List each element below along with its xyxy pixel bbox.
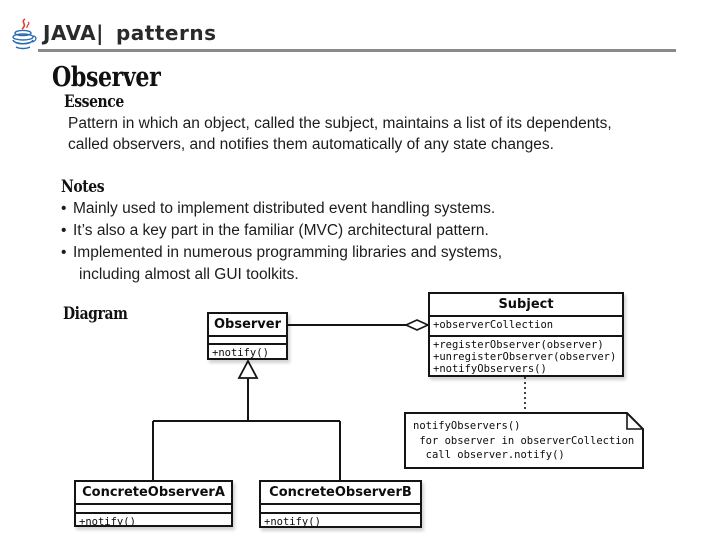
- class-name-concrete-observer-a: ConcreteObserverA: [82, 485, 225, 500]
- essence-text-line-1: Pattern in which an object, called the s…: [68, 115, 612, 132]
- notes-item-1: •Mainly used to implement distributed ev…: [61, 200, 496, 217]
- aggregation-diamond-icon: [404, 319, 430, 331]
- class-methods-observer: +notify(): [209, 343, 286, 358]
- header-brand: JAVA| patterns: [43, 21, 216, 45]
- essence-heading: Essence: [64, 92, 124, 112]
- class-name-subject: Subject: [498, 297, 554, 312]
- notes-item-3: •Implemented in numerous programming lib…: [61, 244, 503, 261]
- uml-class-observer: Observer +notify(): [207, 312, 288, 360]
- class-name-concrete-observer-b: ConcreteObserverB: [269, 485, 412, 500]
- class-methods-concrete-observer-b: +notify(): [261, 512, 420, 526]
- uml-class-concrete-observer-a: ConcreteObserverA +notify(): [74, 480, 233, 527]
- brand-patterns: patterns: [115, 21, 217, 45]
- header-divider: [38, 49, 676, 52]
- class-attributes-concrete-observer-b: [261, 503, 420, 512]
- class-attributes-subject: +observerCollection: [430, 315, 622, 335]
- uml-note-text: notifyObservers() for observer in observ…: [413, 420, 635, 461]
- uml-class-subject: Subject +observerCollection +registerObs…: [428, 292, 624, 377]
- class-name-observer: Observer: [213, 317, 282, 332]
- bullet-icon: •: [61, 200, 67, 217]
- notes-heading: Notes: [61, 177, 105, 197]
- class-attributes-observer: [209, 335, 286, 343]
- bullet-icon: •: [61, 222, 67, 239]
- notes-item-3-continued: including almost all GUI toolkits.: [79, 266, 299, 283]
- uml-class-concrete-observer-b: ConcreteObserverB +notify(): [259, 480, 422, 528]
- notes-item-2: •It’s also a key part in the familiar (M…: [61, 222, 489, 239]
- brand-java: JAVA|: [43, 21, 104, 45]
- page-title: Observer: [52, 62, 161, 93]
- essence-text-line-2: called observers, and notifies them auto…: [68, 136, 554, 153]
- class-methods-concrete-observer-a: +notify(): [76, 512, 231, 525]
- bullet-icon: •: [61, 244, 67, 261]
- inheritance-triangle-icon: [237, 359, 259, 379]
- class-attributes-concrete-observer-a: [76, 503, 231, 512]
- java-coffee-cup-icon: [12, 18, 37, 50]
- diagram-heading: Diagram: [63, 304, 128, 324]
- class-methods-subject: +registerObserver(observer) +unregisterO…: [430, 335, 622, 375]
